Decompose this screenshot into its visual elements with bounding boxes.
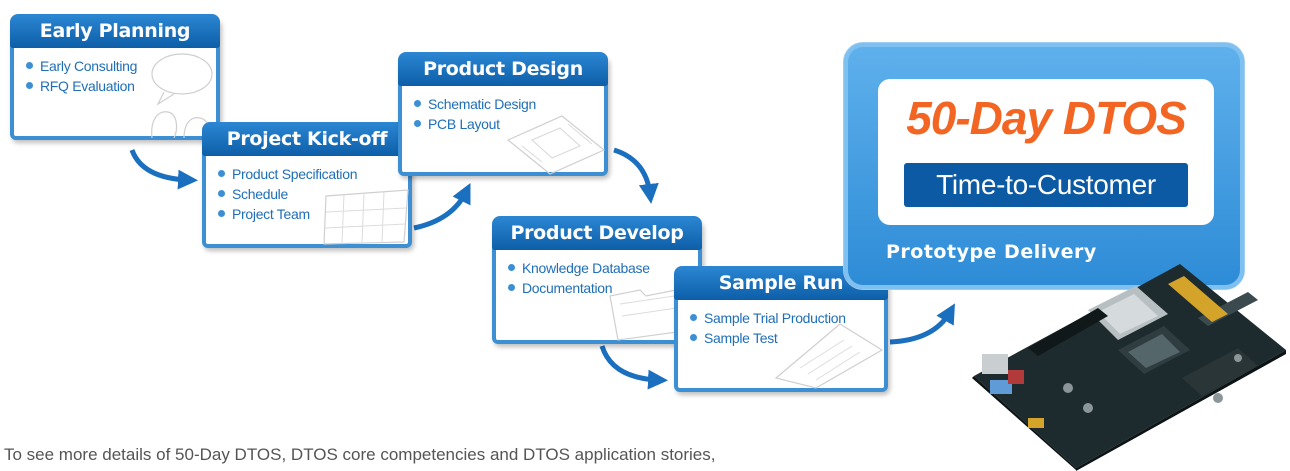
result-inner-panel: 50-Day DTOS Time-to-Customer [878,79,1214,225]
list-item: Sample Test [690,328,846,348]
checklist-paper-icon [774,323,884,389]
arrow-5 [889,303,955,345]
list-item: Schematic Design [414,94,536,114]
bullet-icon [690,334,697,341]
dtos-headline: 50-Day DTOS [906,92,1187,144]
stage-title: Product Develop [492,216,702,250]
stage-title: Project Kick-off [202,122,412,156]
bullet-icon [508,284,515,291]
bullet-icon [26,62,33,69]
bullet-icon [218,170,225,177]
stage-sample-run: Sample Run Sample Trial Production Sampl… [674,266,888,392]
prototype-delivery-label: Prototype Delivery [886,241,1097,263]
arrow-4 [599,345,668,390]
arrow-1 [129,149,198,190]
stage-project-kickoff: Project Kick-off Product Specification S… [202,122,412,248]
list-item: Sample Trial Production [690,308,846,328]
bullet-icon [414,120,421,127]
stage-early-planning: Early Planning Early Consulting RFQ Eval… [10,14,220,140]
pcb-layout-icon [506,115,606,175]
bullet-icon [508,264,515,271]
bullet-icon [26,82,33,89]
list-item: Knowledge Database [508,258,650,278]
stage-product-design: Product Design Schematic Design PCB Layo… [398,52,608,176]
calendar-icon [323,189,409,245]
list-item: Product Specification [218,164,358,184]
stage-title: Early Planning [10,14,220,48]
arrow-3 [613,147,659,204]
stage-title: Sample Run [674,266,888,300]
result-panel: 50-Day DTOS Time-to-Customer Prototype D… [843,42,1245,290]
list-item: Documentation [508,278,650,298]
time-to-customer-badge: Time-to-Customer [904,163,1188,207]
list-item: PCB Layout [414,114,536,134]
list-item: RFQ Evaluation [26,76,137,96]
bullet-icon [690,314,697,321]
bullet-icon [218,210,225,217]
bullet-icon [218,190,225,197]
list-item: Schedule [218,184,357,204]
list-item: Project Team [218,204,357,224]
stage-title: Product Design [398,52,608,86]
motherboard-image [972,264,1286,471]
bullet-icon [414,100,421,107]
list-item: Early Consulting [26,56,137,76]
stage-product-develop: Product Develop Knowledge Database Docum… [492,216,702,344]
footer-text: To see more details of 50-Day DTOS, DTOS… [4,445,716,464]
arrow-2 [413,183,471,231]
